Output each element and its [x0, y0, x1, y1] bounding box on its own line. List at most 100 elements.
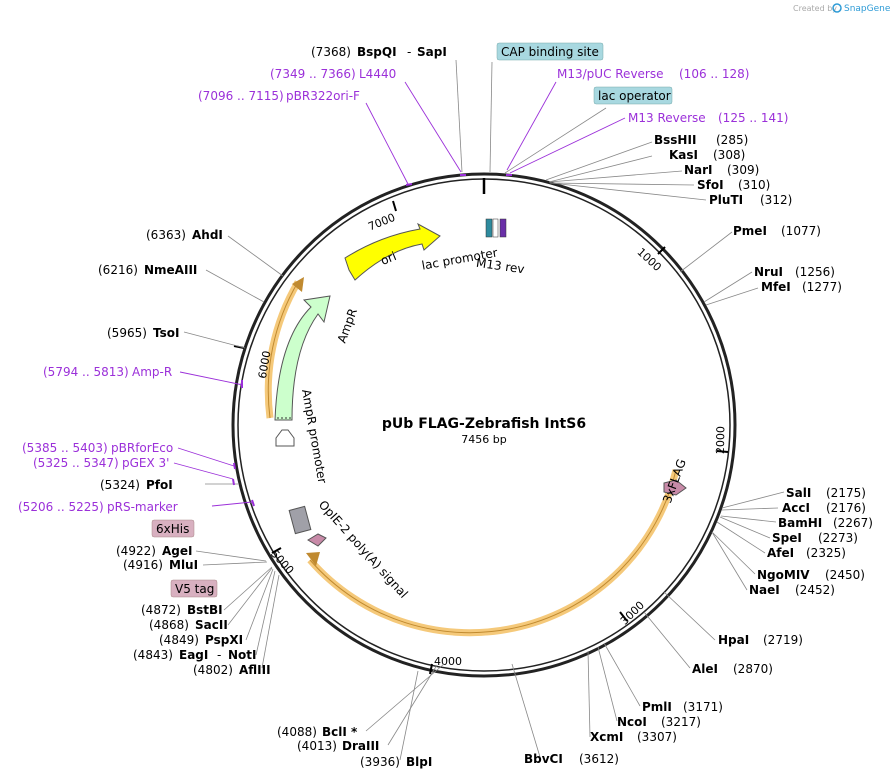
sali-label: SalI [786, 486, 811, 500]
primer-leader-lines [173, 81, 626, 507]
ngomiv-label: NgoMIV [757, 568, 810, 582]
tsoi-pos: (5965) [107, 326, 147, 340]
tick-6000: 6000 [256, 350, 274, 380]
svg-text:-: - [407, 45, 411, 59]
pbr322-label: pBR322ori-F [286, 89, 360, 103]
mlui-pos: (4916) [123, 558, 163, 572]
ampr-highlight-arrowhead [292, 277, 304, 292]
tick-2000: 2000 [714, 426, 727, 454]
m13puc-label: M13/pUC Reverse [557, 67, 664, 81]
spei-label: SpeI [772, 531, 802, 545]
xcmi-label: XcmI [590, 730, 623, 744]
orf-highlight-line [309, 469, 677, 634]
blpi-label: BlpI [406, 755, 432, 769]
eagi-label: EagI [179, 648, 208, 662]
created-by-label: Created by [793, 4, 837, 13]
ori-feature [344, 222, 441, 281]
agei-label: AgeI [162, 544, 192, 558]
sali-pos: (2175) [826, 486, 866, 500]
eagi-pos: (4843) [133, 648, 173, 662]
ampr-highlight-line [267, 281, 299, 419]
pfoi-label: PfoI [146, 478, 173, 492]
bstbi-pos: (4872) [141, 603, 181, 617]
bsshii-label: BssHII [654, 133, 696, 147]
svg-text:-: - [217, 648, 221, 662]
pluti-label: PluTI [709, 193, 743, 207]
sfoi-pos: (310) [738, 178, 770, 192]
flag-label: 3xFLAG [660, 457, 689, 505]
bcli-label: BclI * [322, 725, 358, 739]
ampr-primer-pos: (5794 .. 5813) [43, 365, 129, 379]
pmli-label: PmlI [642, 700, 672, 714]
cap-label: CAP binding site [501, 45, 599, 59]
cap-box [496, 42, 604, 61]
naei-label: NaeI [749, 583, 780, 597]
pbrfor-label: pBRforEco [111, 441, 173, 455]
brand-label: SnapGene [844, 4, 891, 14]
v5-label: V5 tag [175, 582, 214, 596]
ori-label: ori [379, 249, 399, 268]
bcli-pos: (4088) [277, 725, 317, 739]
acci-pos: (2176) [826, 501, 866, 515]
pbrfor-pos: (5385 .. 5403) [22, 441, 108, 455]
bamhi-label: BamHI [778, 516, 822, 530]
agei-pos: (4922) [116, 544, 156, 558]
draiii-pos: (4013) [297, 739, 337, 753]
ahdi-label: AhdI [192, 228, 223, 242]
naei-pos: (2452) [795, 583, 835, 597]
prs-pos: (5206 .. 5225) [18, 500, 104, 514]
pmli-pos: (3171) [683, 700, 723, 714]
bspqi-label: BspQI [357, 45, 397, 59]
his-v5-feature [307, 533, 327, 547]
tick-1000: 1000 [634, 245, 663, 274]
bbvci-label: BbvCI [524, 752, 563, 766]
pgex-label: pGEX 3' [122, 456, 169, 470]
bbvci-pos: (3612) [579, 752, 619, 766]
m13rev-label: M13 Reverse [628, 111, 706, 125]
ampr-promoter-feature [275, 429, 295, 447]
pmei-pos: (1077) [781, 224, 821, 238]
pfoi-pos: (5324) [100, 478, 140, 492]
leader-lines [183, 59, 785, 761]
blpi-pos: (3936) [360, 755, 400, 769]
mfei-pos: (1277) [802, 280, 842, 294]
bstbi-label: BstBI [187, 603, 223, 617]
orf-arrowhead [306, 552, 320, 566]
pspxi-pos: (4849) [159, 633, 199, 647]
ampr-primer-label: Amp-R [132, 365, 172, 379]
plasmid-name: pUb FLAG-Zebrafish IntS6 [382, 416, 586, 432]
plasmid-length: 7456 bp [461, 433, 506, 446]
nari-label: NarI [684, 163, 713, 177]
nrui-pos: (1256) [795, 265, 835, 279]
hpai-label: HpaI [718, 633, 749, 647]
nrui-label: NruI [754, 265, 783, 279]
afliii-label: AflIII [239, 663, 271, 677]
l4440-pos: (7349 .. 7366) [270, 67, 356, 81]
xcmi-pos: (3307) [637, 730, 677, 744]
afei-label: AfeI [767, 546, 794, 560]
afei-pos: (2325) [806, 546, 846, 560]
bsshii-pos: (285) [716, 133, 748, 147]
ampr-label: AmpR [335, 306, 360, 344]
snapgene-logo-icon [832, 3, 842, 13]
pgex-pos: (5325 .. 5347) [33, 456, 119, 470]
tick-4000: 4000 [434, 655, 462, 668]
kasi-label: KasI [669, 148, 698, 162]
nari-pos: (309) [727, 163, 759, 177]
ampr-feature [274, 295, 331, 421]
draiii-label: DraIII [342, 739, 379, 753]
ncoi-pos: (3217) [661, 715, 701, 729]
noti-label: NotI [228, 648, 257, 662]
kasi-pos: (308) [713, 148, 745, 162]
alei-label: AleI [692, 662, 718, 676]
ngomiv-pos: (2450) [825, 568, 865, 582]
l4440-label: L4440 [359, 67, 396, 81]
ncoi-label: NcoI [617, 715, 647, 729]
mlui-label: MluI [169, 558, 198, 572]
spei-pos: (2273) [818, 531, 858, 545]
nmeaiii-label: NmeAIII [144, 263, 197, 277]
flag-feature [663, 479, 687, 496]
lac-promoter-feature [485, 218, 493, 238]
opie2-feature [288, 505, 312, 535]
